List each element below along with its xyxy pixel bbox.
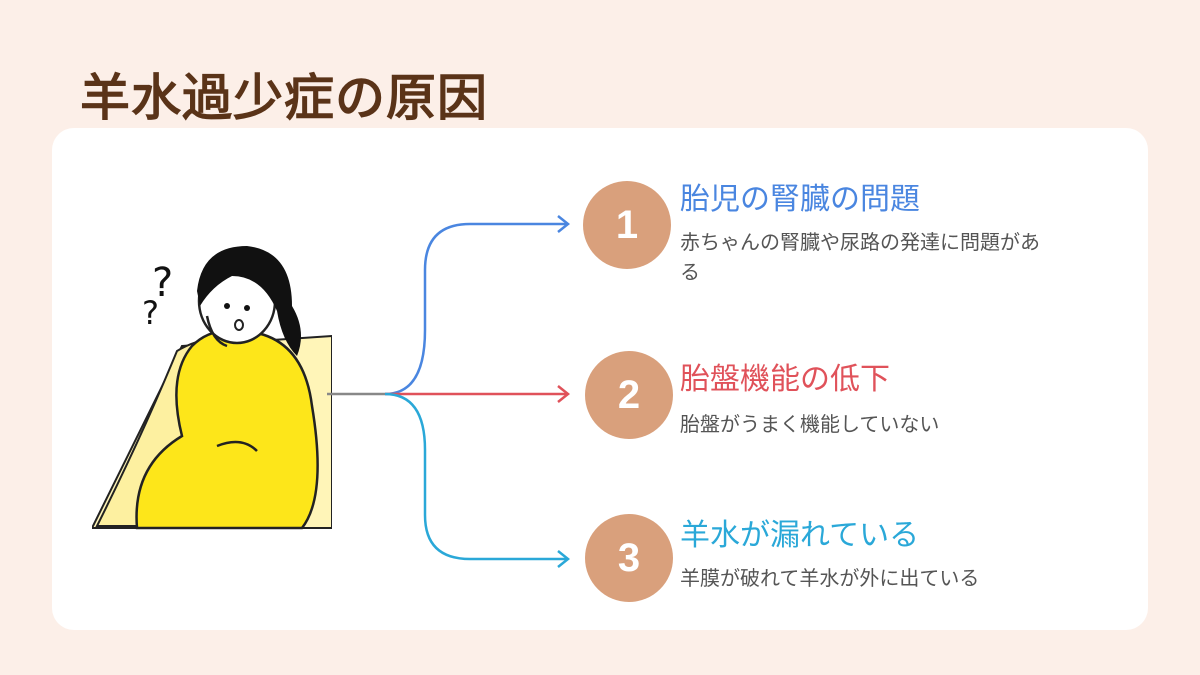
cause-title-2: 胎盤機能の低下 — [680, 362, 890, 397]
cause-desc-1: 赤ちゃんの腎臓や尿路の発達に問題がある — [680, 230, 1040, 284]
arrow-3 — [557, 550, 571, 568]
svg-text:?: ? — [142, 294, 159, 332]
number-badge-2: 2 — [585, 351, 673, 439]
cause-title-3: 羊水が漏れている — [680, 518, 920, 553]
page-title: 羊水過少症の原因 — [80, 69, 488, 127]
arrow-2 — [557, 385, 571, 403]
number-badge-3: 3 — [585, 514, 673, 602]
connector-1 — [384, 222, 568, 396]
svg-text:?: ? — [152, 260, 173, 306]
cause-desc-3: 羊膜が破れて羊水が外に出ている — [680, 566, 980, 590]
number-badge-1: 1 — [583, 181, 671, 269]
connector-3 — [384, 392, 568, 561]
cause-title-1: 胎児の腎臓の問題 — [680, 182, 920, 217]
arrow-1 — [557, 215, 571, 233]
pregnant-woman-illustration: ? ? — [92, 246, 332, 530]
cause-desc-2: 胎盤がうまく機能していない — [680, 412, 940, 436]
